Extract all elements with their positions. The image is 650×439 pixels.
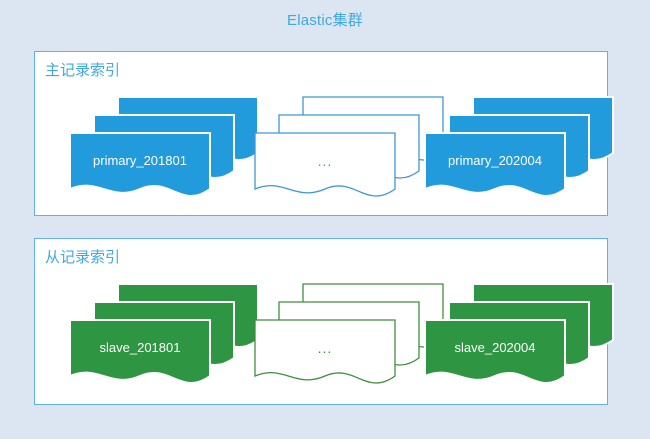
- document-sheet-front: ...: [254, 132, 396, 204]
- stack-row-slave: slave_201801 ...: [35, 283, 614, 395]
- document-sheet-front: slave_201801: [69, 319, 211, 391]
- panel-primary-index: 主记录索引 primary_201801: [34, 51, 614, 216]
- document-stack-slave-201801[interactable]: slave_201801: [69, 283, 259, 395]
- document-stack-slave-ellipsis[interactable]: ...: [254, 283, 444, 395]
- document-sheet-front: primary_202004: [424, 132, 566, 204]
- document-sheet-front: slave_202004: [424, 319, 566, 391]
- document-sheet-front: primary_201801: [69, 132, 211, 204]
- document-stack-primary-ellipsis[interactable]: ...: [254, 96, 444, 208]
- stack-row-primary: primary_201801 ...: [35, 96, 614, 208]
- document-stack-slave-202004[interactable]: slave_202004: [424, 283, 614, 395]
- cluster-title: Elastic集群: [287, 12, 363, 29]
- document-sheet-front: ...: [254, 319, 396, 391]
- panel-label-slave: 从记录索引: [45, 249, 121, 266]
- panel-slave-index: 从记录索引 slave_201801: [34, 238, 614, 405]
- document-stack-primary-201801[interactable]: primary_201801: [69, 96, 259, 208]
- document-stack-primary-202004[interactable]: primary_202004: [424, 96, 614, 208]
- panel-label-primary: 主记录索引: [45, 62, 121, 79]
